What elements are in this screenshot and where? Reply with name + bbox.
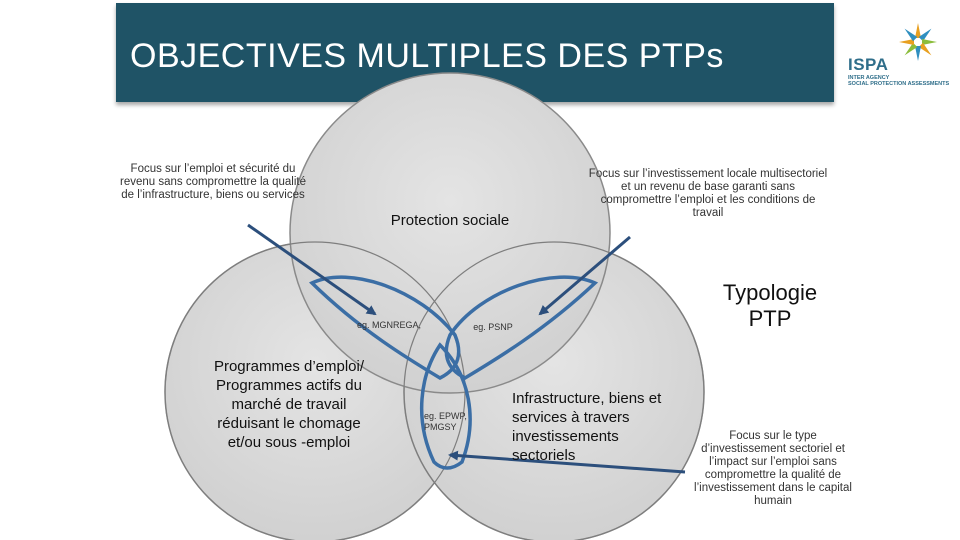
star-logo-icon xyxy=(899,23,937,61)
example-mgnrega: eg. MGNREGA, xyxy=(356,320,421,330)
ispa-logo: ISPA INTER AGENCY SOCIAL PROTECTION ASSE… xyxy=(848,22,960,98)
typology-label: Typologie PTP xyxy=(722,280,818,331)
label-infrastructure: Infrastructure, biens et services à trav… xyxy=(512,390,662,464)
logo-subtitle: INTER AGENCY SOCIAL PROTECTION ASSESSMEN… xyxy=(848,75,949,87)
example-epwp: eg. EPWP, PMGSY xyxy=(424,411,467,432)
annotation-top-right: Focus sur l’investissement locale multis… xyxy=(588,168,828,219)
logo-sub-line2: SOCIAL PROTECTION ASSESSMENTS xyxy=(848,81,950,87)
annotation-bottom-right: Focus sur le type d’investissement secto… xyxy=(694,430,852,507)
circle-bottom-right-edge xyxy=(403,241,705,540)
logo-sub-line1: INTER AGENCY xyxy=(848,75,890,81)
annotation-top-left: Focus sur l’emploi et sécurité du revenu… xyxy=(119,163,306,201)
page-title: OBJECTIVES MULTIPLES DES PTPs xyxy=(130,37,724,75)
overlap-left-outline xyxy=(308,275,461,380)
arrow-bottom-right xyxy=(448,450,686,474)
label-programmes-emploi: Programmes d’emploi/ Programmes actifs d… xyxy=(213,358,365,451)
label-protection-sociale: Protection sociale xyxy=(390,212,510,229)
arrow-top-left xyxy=(247,223,377,316)
arrow-top-right xyxy=(538,235,631,316)
overlap-right-outline xyxy=(444,275,599,380)
circle-top xyxy=(289,72,611,394)
overlap-bottom-outline xyxy=(419,342,472,470)
logo-word: ISPA xyxy=(848,55,889,74)
example-psnp: eg. PSNP xyxy=(473,322,513,332)
